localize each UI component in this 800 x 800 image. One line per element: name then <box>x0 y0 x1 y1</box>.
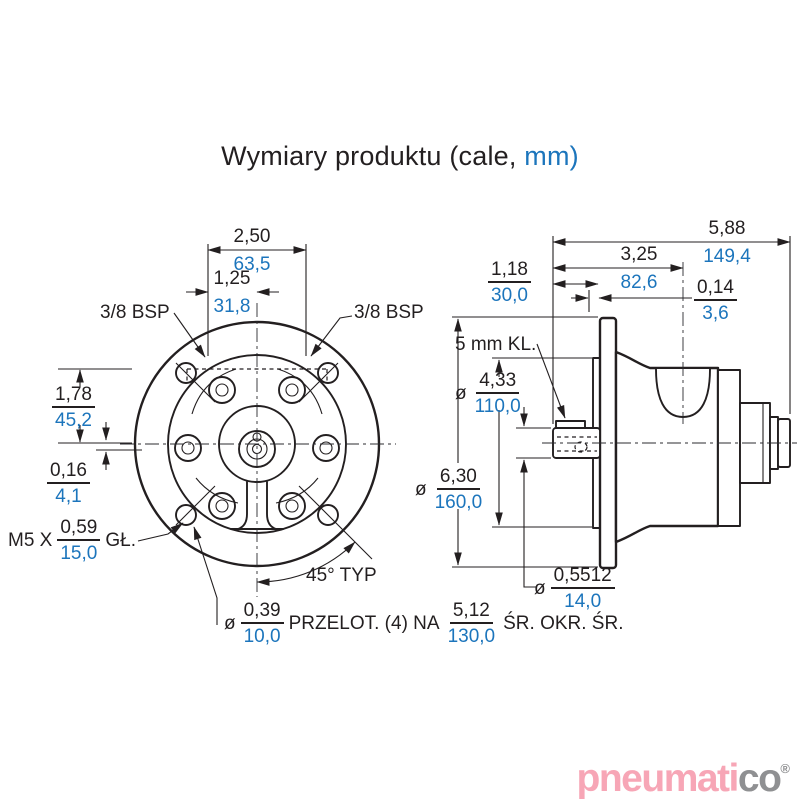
pneumatico-logo[interactable]: pneumatico® <box>577 759 790 798</box>
diameter-symbol: ø <box>224 613 236 634</box>
diameter-symbol: ø <box>415 479 427 500</box>
dim-key-offset: 0,14 3,6 <box>694 278 737 323</box>
dim-port-spacing: 2,50 63,5 <box>233 226 271 275</box>
dim-shaft-diameter: ø 0,5512 14,0 <box>534 566 615 611</box>
key-note: 5 mm KL. <box>455 334 537 355</box>
port-label-left: 3/8 BSP <box>100 302 170 323</box>
logo-text-pink: pneumati <box>576 757 740 800</box>
dim-pilot-diameter: ø 4,33 110,0 <box>455 370 521 417</box>
dim-port-distance: 3,25 82,6 <box>620 244 658 293</box>
side-end-cap <box>717 369 741 527</box>
holes-note: ø 0,39 10,0 PRZELOT. (4) NA 5,12 130,0 Ś… <box>224 600 624 647</box>
dim-port-height: 1,78 45,2 <box>52 385 95 430</box>
front-mounting-holes <box>175 362 373 560</box>
dim-overall-length: 5,88 149,4 <box>703 218 751 267</box>
angle-note: 45° TYP <box>306 565 377 586</box>
registered-trademark-symbol: ® <box>780 761 790 776</box>
tap-note: M5 X 0,59 15,0 GŁ. <box>8 517 136 564</box>
side-view <box>452 236 797 588</box>
front-port-hidden-line <box>186 368 328 381</box>
front-dimensions <box>58 244 356 625</box>
dim-shaft-length: 1,18 30,0 <box>488 260 531 305</box>
side-centerlines <box>542 262 797 444</box>
dim-port-offset: 1,25 31,8 <box>213 268 251 317</box>
diameter-symbol: ø <box>455 383 467 404</box>
title-text: Wymiary produktu (cale, <box>221 141 517 171</box>
page-title: Wymiary produktu (cale, mm) <box>0 141 800 172</box>
front-bolt-circle <box>174 376 340 520</box>
front-view <box>58 244 396 625</box>
port-label-right: 3/8 BSP <box>354 302 424 323</box>
logo-text-gray: co <box>737 757 782 800</box>
side-dimensions <box>452 236 791 588</box>
front-centerlines <box>120 303 396 597</box>
dim-center-offset: 0,16 4,1 <box>47 461 90 506</box>
diameter-symbol: ø <box>534 578 546 599</box>
title-unit-highlight: mm) <box>524 141 579 171</box>
dim-flange-diameter: ø 6,30 160,0 <box>415 466 483 513</box>
